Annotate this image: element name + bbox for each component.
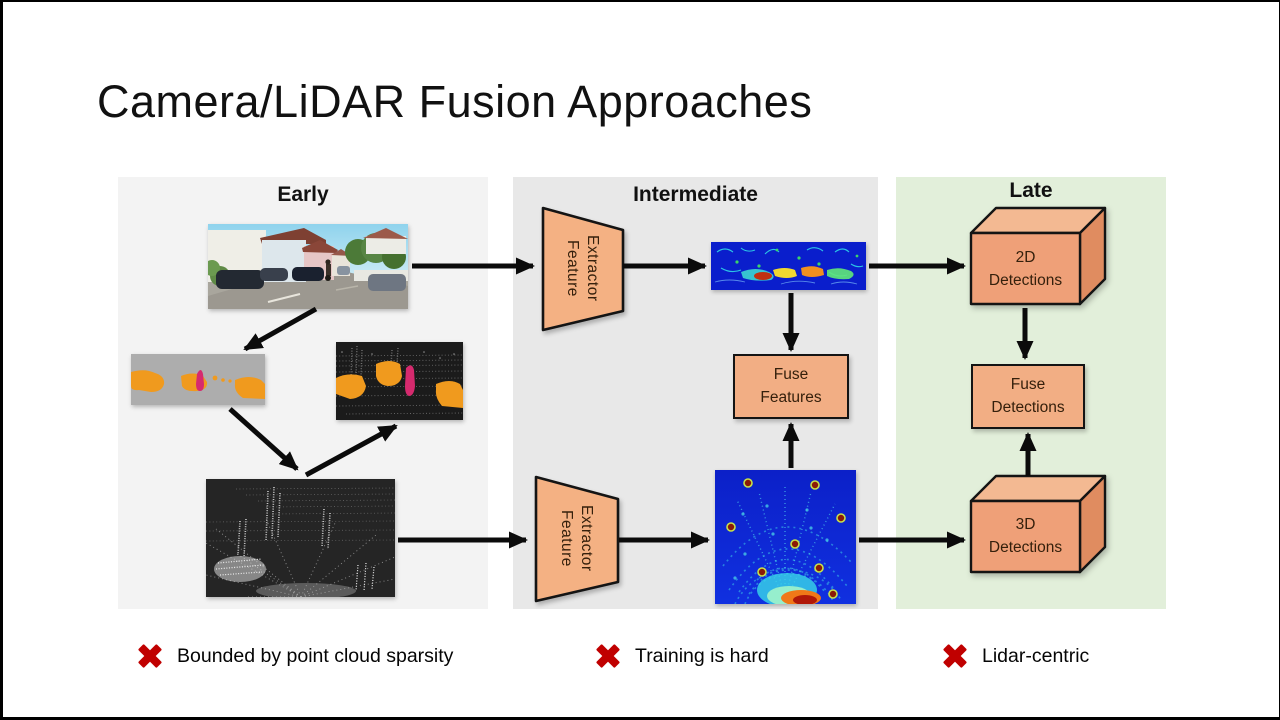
segmentation-image [131, 354, 265, 405]
fuse-features-box: Fuse Features [733, 354, 849, 419]
detections-2d-cube [969, 206, 1109, 313]
drawback-early: Bounded by point cloud sparsity [136, 643, 453, 669]
panel-late-header: Late [1009, 179, 1053, 202]
lidar-bev-feature-map-image [715, 470, 856, 604]
fuse-detections-box: Fuse Detections [971, 364, 1085, 429]
page-title: Camera/LiDAR Fusion Approaches [97, 76, 813, 127]
painted-pointcloud-image [336, 342, 463, 420]
red-cross-icon [138, 644, 162, 668]
drawback-early-text: Bounded by point cloud sparsity [177, 644, 454, 667]
feature-extractor-lidar-label: Feature Extractor [558, 504, 596, 572]
detections-3d-cube [969, 474, 1109, 581]
drawback-intermediate-text: Training is hard [635, 644, 769, 667]
panel-intermediate-header: Intermediate [633, 183, 758, 206]
drawback-late-text: Lidar-centric [982, 644, 1090, 667]
detections-2d-label: 2D Detections [988, 249, 1063, 289]
camera-feature-map-image [711, 242, 866, 290]
feature-extractor-camera-shape [540, 205, 626, 333]
feature-extractor-lidar-shape [533, 474, 621, 604]
slide: Camera/LiDAR Fusion Approaches Early Int… [3, 2, 1279, 717]
red-cross-icon [596, 644, 620, 668]
detections-3d-label: 3D Detections [988, 516, 1063, 556]
lidar-pointcloud-image [206, 479, 395, 597]
drawback-late: Lidar-centric [941, 643, 1089, 669]
red-cross-icon [943, 644, 967, 668]
panel-early-header: Early [277, 183, 329, 206]
camera-image [208, 224, 408, 309]
drawback-intermediate: Training is hard [594, 643, 769, 669]
feature-extractor-camera-label: Feature Extractor [564, 234, 602, 302]
